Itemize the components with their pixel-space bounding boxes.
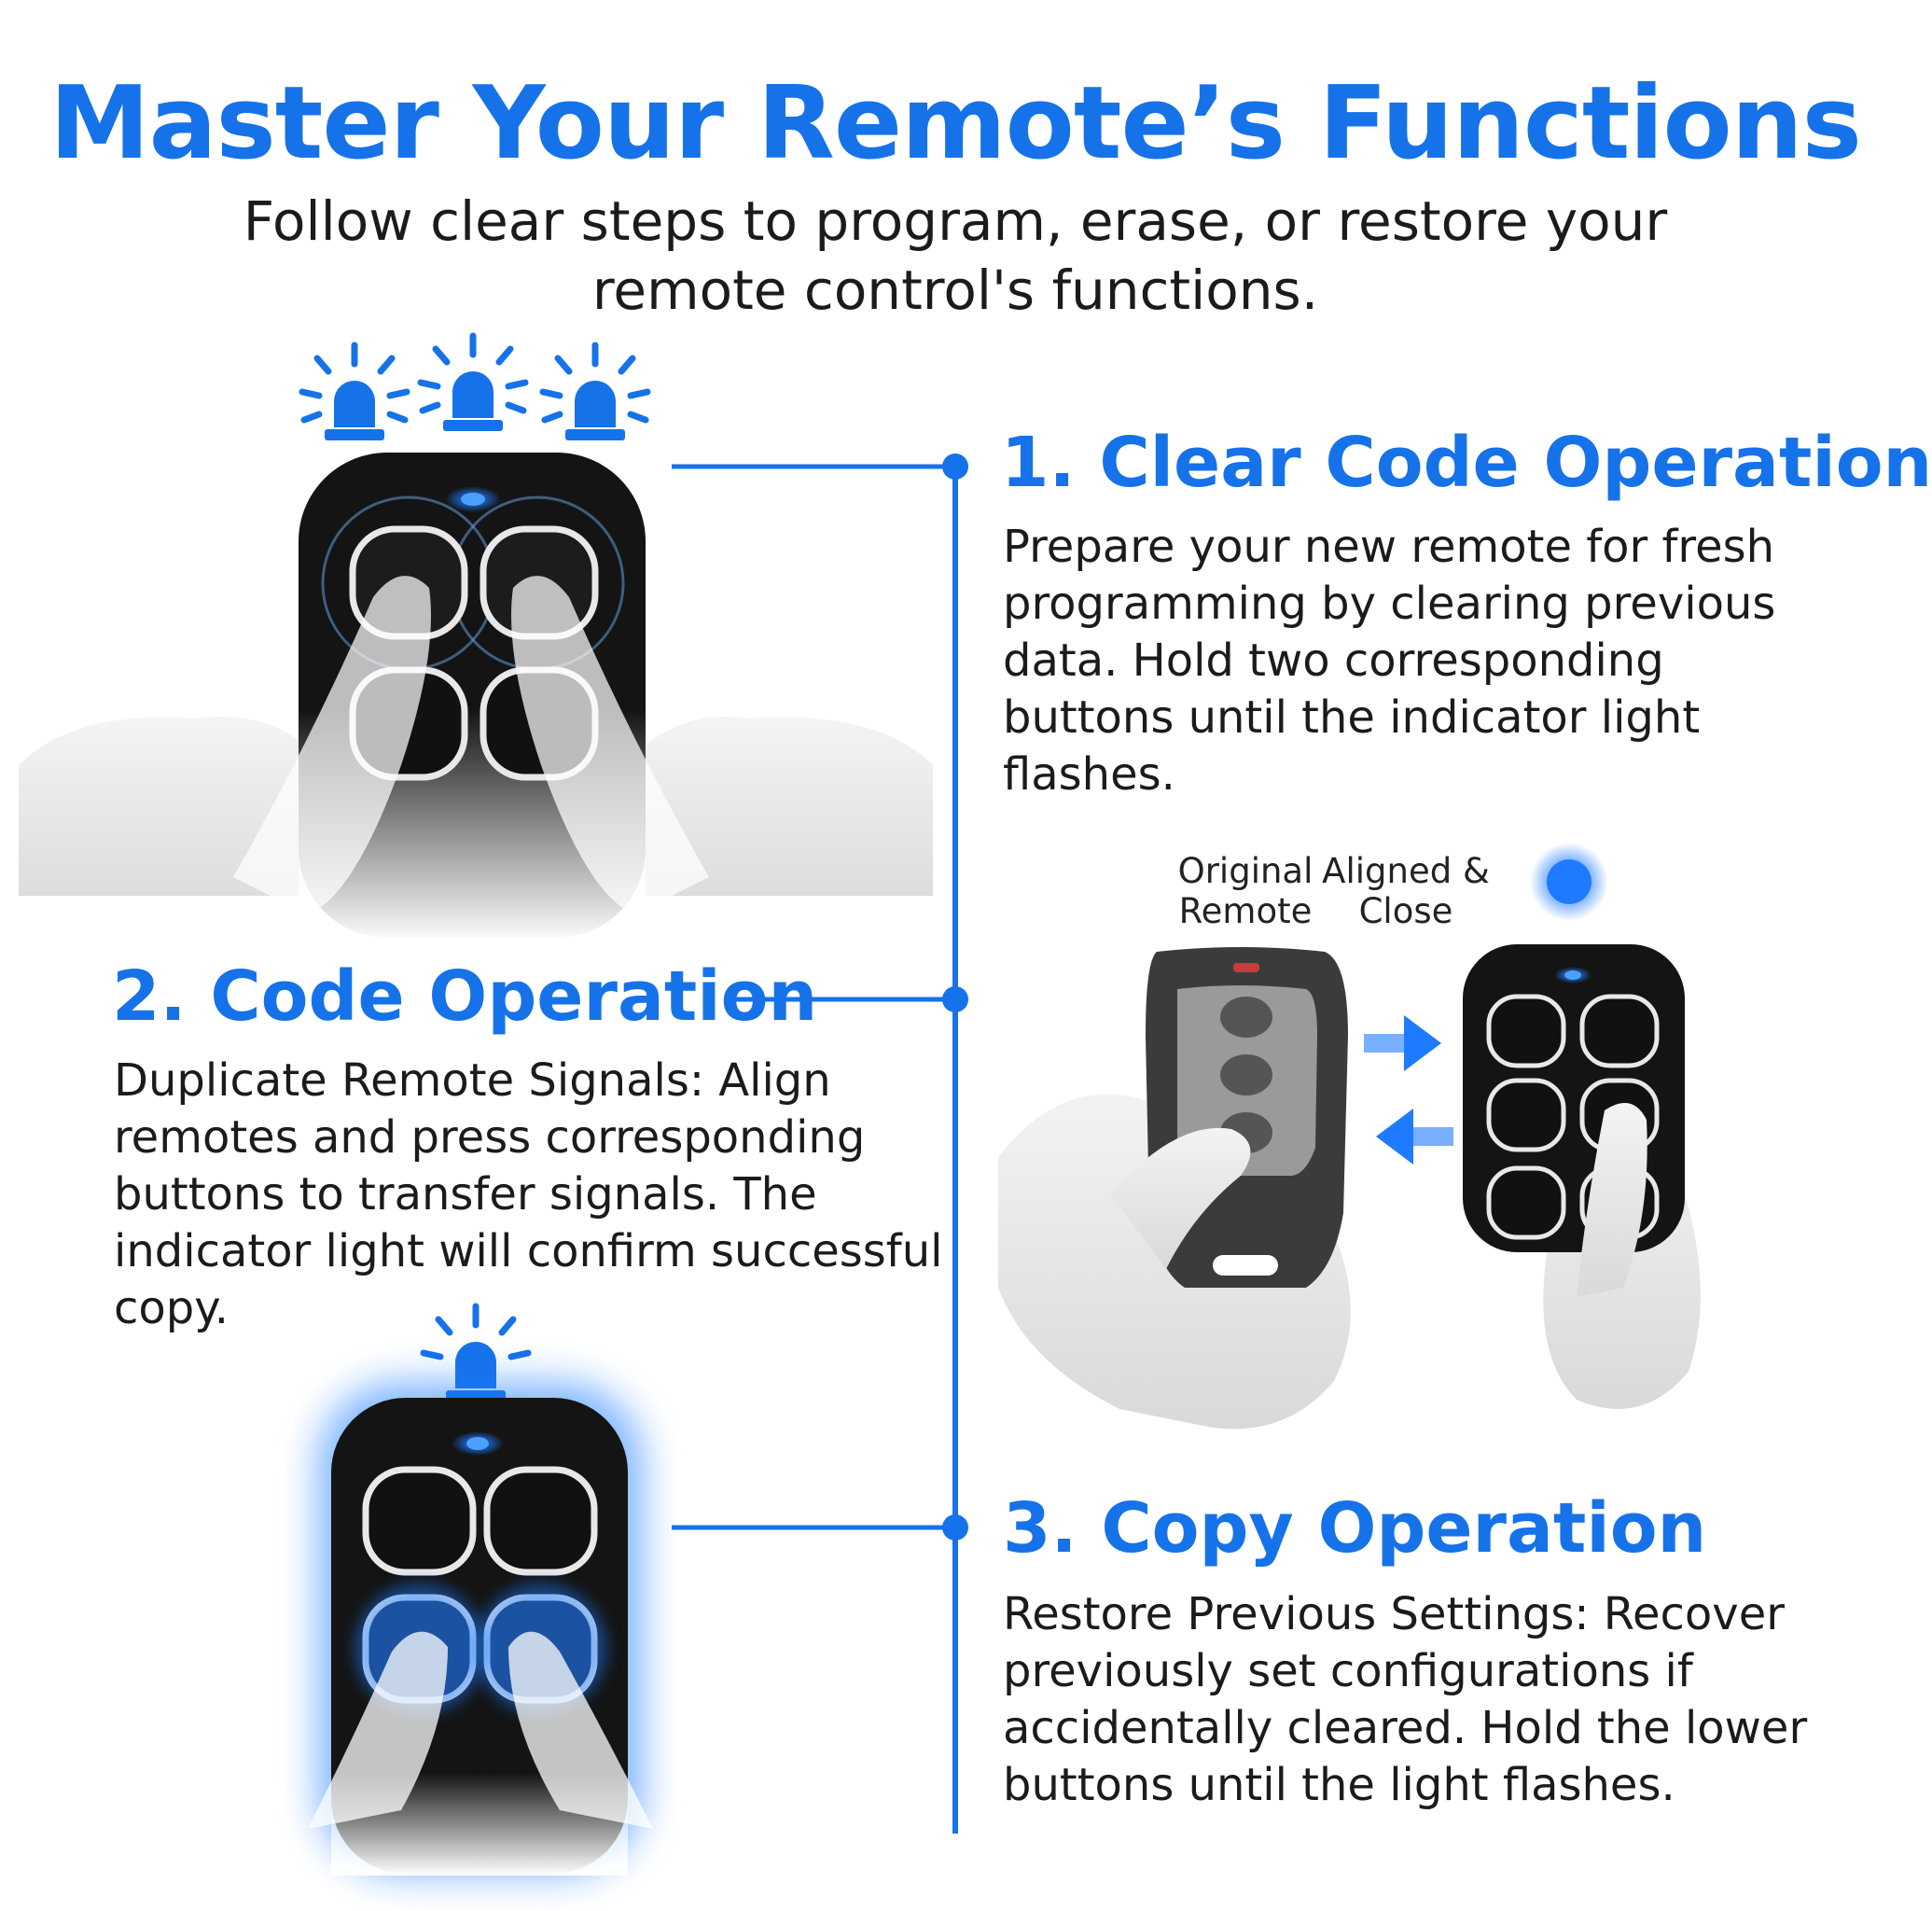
page-title: Master Your Remote’s Functions bbox=[49, 65, 1862, 182]
step-3-title: 3. Copy Operation bbox=[1003, 1488, 1707, 1569]
remote-illustration-clear bbox=[19, 453, 933, 942]
step-1-body: Prepare your new remote for fresh progra… bbox=[1003, 521, 1776, 801]
label-aligned-close: Aligned & Close bbox=[1322, 851, 1490, 931]
step-1-title: 1. Clear Code Operation bbox=[1001, 423, 1932, 503]
label-original-remote: Original Remote bbox=[1177, 851, 1313, 931]
step-3-body: Restore Previous Settings: Recover previ… bbox=[1003, 1588, 1808, 1811]
timeline-node-1 bbox=[942, 453, 968, 480]
timeline bbox=[672, 453, 968, 1834]
timeline-node-2 bbox=[942, 986, 968, 1012]
alarm-light-icon bbox=[539, 342, 651, 440]
alarm-light-icon bbox=[299, 342, 410, 440]
page-subtitle: Follow clear steps to program, erase, or… bbox=[243, 189, 1668, 322]
arrow-left-icon bbox=[1376, 1109, 1453, 1165]
arrow-right-icon bbox=[1364, 1015, 1441, 1071]
step-2-body: Duplicate Remote Signals: Align remotes … bbox=[114, 1054, 943, 1334]
remote-illustration-copy bbox=[308, 1303, 653, 1876]
remote-illustration-pairing bbox=[998, 843, 1701, 1430]
alarm-light-icon bbox=[417, 332, 529, 431]
step-2-title: 2. Code Operation bbox=[112, 956, 818, 1037]
timeline-node-3 bbox=[942, 1514, 968, 1541]
